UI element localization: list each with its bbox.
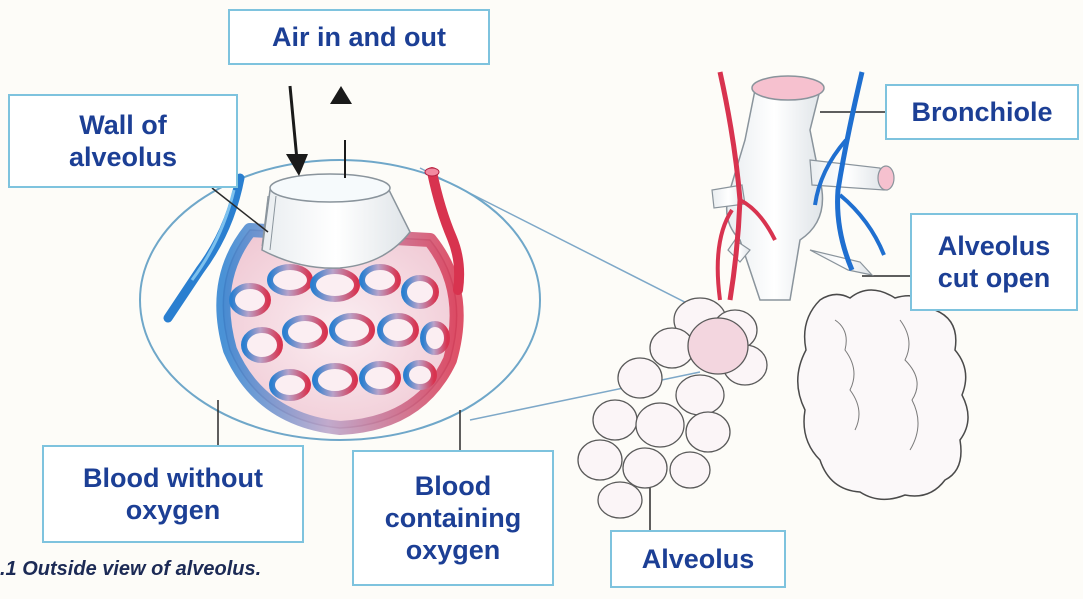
label-air-in-out: Air in and out: [228, 9, 490, 65]
air-arrows: [286, 86, 352, 178]
cut-open-alveolus: [798, 290, 968, 499]
alveoli-cluster: [578, 298, 767, 518]
label-blood-without-line1: Blood without: [83, 462, 263, 494]
label-wall-of-alveolus: Wall of alveolus: [8, 94, 238, 188]
label-air-text: Air in and out: [272, 21, 446, 53]
label-bronchiole: Bronchiole: [885, 84, 1079, 140]
label-blood-without-line2: oxygen: [126, 494, 221, 526]
label-blood-with-line1: Blood: [415, 470, 491, 502]
label-alveolus: Alveolus: [610, 530, 786, 588]
label-blood-with-line3: oxygen: [406, 534, 501, 566]
label-wall-line2: alveolus: [69, 141, 177, 173]
label-blood-without-oxygen: Blood without oxygen: [42, 445, 304, 543]
label-bronchiole-text: Bronchiole: [911, 96, 1052, 128]
label-cut-line1: Alveolus: [938, 230, 1051, 262]
label-blood-containing-oxygen: Blood containing oxygen: [352, 450, 554, 586]
bronchiole-tree: [712, 72, 894, 300]
label-wall-line1: Wall of: [79, 109, 167, 141]
label-alveolus-text: Alveolus: [642, 543, 755, 575]
label-cut-line2: cut open: [938, 262, 1051, 294]
figure-caption: .1 Outside view of alveolus.: [0, 558, 261, 581]
alveolus-detail: [168, 168, 459, 428]
alveolus-opening: [270, 174, 390, 202]
label-blood-with-line2: containing: [385, 502, 522, 534]
label-alveolus-cut-open: Alveolus cut open: [910, 213, 1078, 311]
highlight-alveolus: [688, 318, 748, 374]
